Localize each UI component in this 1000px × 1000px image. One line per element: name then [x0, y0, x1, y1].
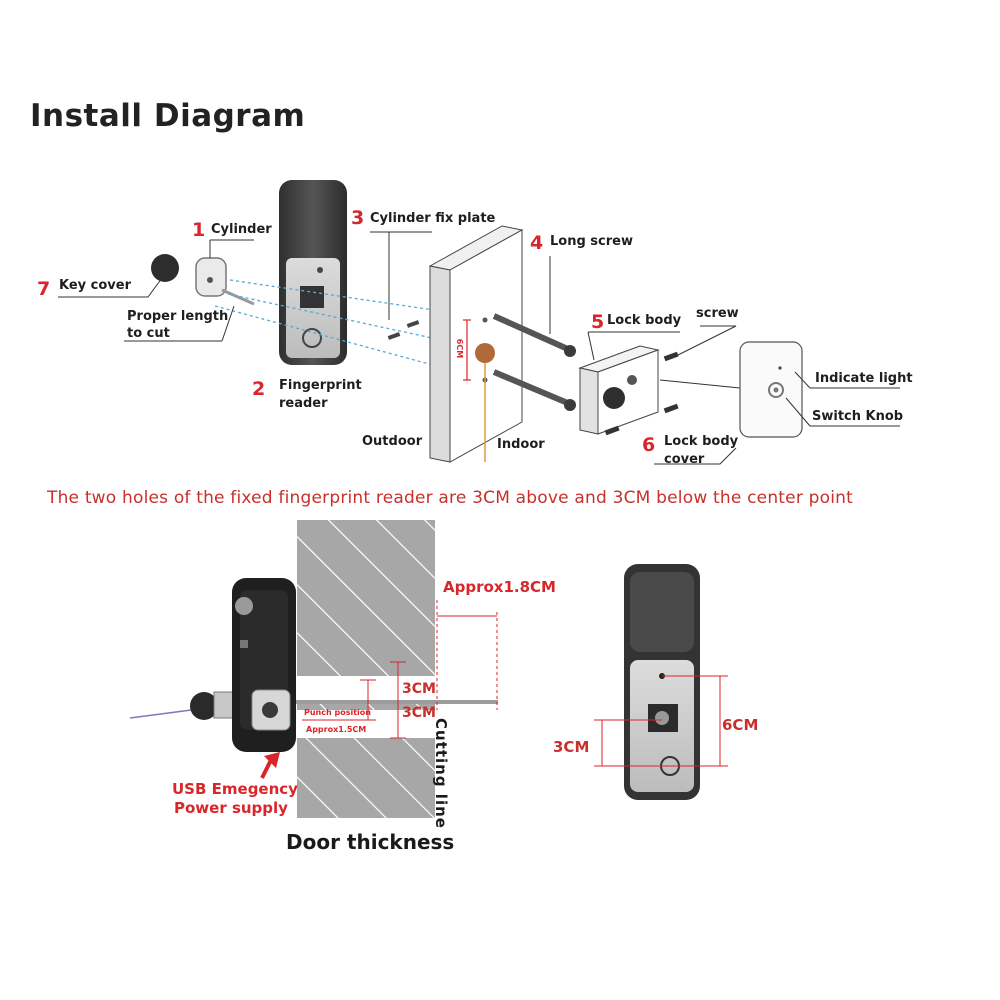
label-punch-position: Punch position — [304, 708, 371, 717]
fix-screws-icon — [387, 320, 420, 340]
part-label-reader: reader — [279, 396, 328, 411]
part-label-cylinder-fix-plate: Cylinder fix plate — [370, 211, 496, 226]
key-cover-icon — [151, 254, 179, 282]
callout-switch-knob: Switch Knob — [812, 409, 904, 424]
part-label-lock-body-cover-1: Lock body — [664, 434, 739, 449]
part-label-fingerprint: Fingerprint — [279, 378, 362, 393]
part-label-cylinder: Cylinder — [211, 222, 272, 237]
callout-indoor: Indoor — [497, 437, 545, 452]
door-panel-icon — [428, 225, 524, 463]
part-number-1: 1 — [192, 219, 206, 241]
part-label-long-screw: Long screw — [550, 234, 633, 249]
dimension-lines — [302, 600, 498, 739]
part-number-2: 2 — [252, 378, 266, 400]
part-number-5: 5 — [591, 311, 605, 333]
dim-3cm-upper: 3CM — [402, 681, 436, 697]
dim-3cm-back: 3CM — [553, 738, 590, 756]
part-number-7: 7 — [37, 278, 51, 300]
fingerprint-reader-side-icon — [232, 578, 296, 752]
part-number-6: 6 — [642, 434, 656, 456]
label-door-thickness: Door thickness — [286, 830, 455, 854]
door-dimension-6cm: 6CM — [455, 338, 465, 359]
label-approx-1-5cm: Approx1.5CM — [306, 725, 367, 734]
lock-body-cover-icon — [739, 341, 803, 438]
part-number-4: 4 — [530, 232, 544, 254]
reader-back-bottom-icon — [624, 564, 700, 800]
usb-label-line1: USB Emegency — [172, 780, 298, 798]
part-number-3: 3 — [351, 207, 365, 229]
usb-label-line2: Power supply — [174, 799, 288, 817]
callout-to-cut: to cut — [127, 326, 170, 341]
leader-lines — [58, 231, 900, 465]
lock-body-icon — [578, 345, 741, 436]
dim-approx-1-8cm: Approx1.8CM — [443, 578, 556, 596]
cylinder-icon — [195, 257, 255, 306]
part-label-lock-body: Lock body — [607, 313, 682, 328]
install-note: The two holes of the fixed fingerprint r… — [47, 488, 853, 508]
part-label-key-cover: Key cover — [59, 278, 132, 293]
long-screws-icon — [492, 313, 576, 411]
callout-screw: screw — [696, 306, 739, 321]
door-section-hatch — [297, 520, 435, 818]
page-title: Install Diagram — [30, 98, 306, 134]
callout-proper-length: Proper length — [127, 309, 229, 324]
back-dimension-lines — [594, 675, 728, 767]
usb-arrow-icon — [260, 752, 280, 779]
dim-6cm: 6CM — [722, 716, 759, 734]
dim-3cm-lower: 3CM — [402, 705, 436, 721]
part-label-lock-body-cover-2: cover — [664, 452, 705, 467]
callout-indicate-light: Indicate light — [815, 371, 913, 386]
label-cutting-line: Cutting line — [432, 718, 450, 829]
fingerprint-reader-back-icon — [279, 180, 347, 365]
callout-outdoor: Outdoor — [362, 434, 423, 449]
